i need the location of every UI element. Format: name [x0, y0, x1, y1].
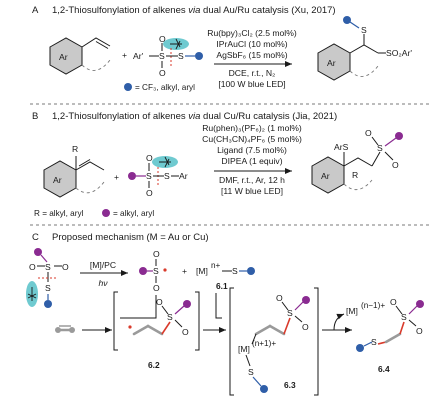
product-b-ars: ArS [334, 142, 349, 152]
svg-text:S: S [153, 266, 159, 276]
reagent-a: Ar' S O O S [133, 34, 203, 78]
svg-text:O: O [302, 322, 309, 332]
product-64: S S O O 6.4 [356, 297, 424, 374]
cond-b1: Ru(phen)₃(PF₆)₂ (1 mol%) [202, 123, 302, 133]
section-a-letter: A [32, 5, 39, 16]
svg-text:O: O [146, 188, 153, 198]
ar-label: Ar [59, 52, 68, 62]
svg-text:S: S [377, 143, 383, 153]
legend-b-purple: = alkyl, aryl [113, 209, 154, 218]
alkene-bond [81, 37, 111, 48]
svg-text:S: S [248, 367, 254, 377]
metal-64-charge: (n−1)+ [361, 301, 385, 310]
section-a-title: 1,2-Thiosulfonylation of alkenes via dua… [52, 5, 336, 16]
reagent-a-s1: S [159, 51, 165, 61]
reagent-b: S O O S Ar [128, 153, 188, 198]
section-a: A 1,2-Thiosulfonylation of alkenes via d… [32, 5, 412, 92]
svg-text:O: O [153, 249, 160, 259]
svg-text:S: S [167, 312, 173, 322]
svg-text:S: S [146, 171, 152, 181]
cond-a1: Ru(bpy)₃Cl₂ (2.5 mol%) [207, 28, 297, 38]
metal-charge: n+ [211, 261, 221, 270]
cond-b4: DIPEA (1 equiv) [221, 156, 282, 166]
svg-text:S: S [401, 312, 407, 322]
metal-63: [M] [238, 344, 250, 354]
substrate-b-r: R [72, 144, 78, 154]
svg-text:O: O [390, 297, 397, 307]
plus-a: + [122, 50, 127, 60]
svg-text:S: S [45, 283, 51, 293]
cond-b5: DMF, r.t., Ar, 12 h [219, 175, 285, 185]
radical-dot-icon [163, 268, 167, 272]
svg-text:O: O [62, 262, 69, 272]
cond-a3: AgSbF₆ (15 mol%) [216, 50, 287, 60]
cond-b3: Ligand (7.5 mol%) [217, 145, 287, 155]
label-62: 6.2 [148, 360, 160, 370]
product-b: Ar ArS R S O O [311, 128, 403, 194]
product-a: Ar S SO₂Ar' [317, 16, 412, 81]
cond-a5: [100 W blue LED] [218, 79, 285, 89]
label-61: 6.1 [216, 281, 228, 291]
legend-a: = CF₃, alkyl, aryl [135, 83, 195, 92]
svg-text:S: S [232, 266, 238, 276]
section-c-title: Proposed mechanism (M = Au or Cu) [52, 232, 209, 243]
svg-text:O: O [182, 327, 189, 337]
cond-b2: Cu(CH₃CN)₄PF₆ (5 mol%) [202, 134, 302, 144]
svg-text:S: S [371, 337, 377, 347]
intermediate-62: S O O 6.2 [113, 291, 200, 370]
arrow-c-top: [M]/PC [90, 260, 116, 270]
svg-text:+: + [182, 266, 187, 276]
arrow-c-bottom: hν [98, 278, 108, 288]
blue-group-icon [195, 52, 203, 60]
section-c: C Proposed mechanism (M = Au or Cu) S O … [26, 232, 424, 396]
svg-text:O: O [146, 153, 153, 163]
section-b-title: 1,2-Thiosulfonylation of alkenes via dua… [52, 111, 337, 122]
svg-text:O: O [276, 293, 283, 303]
sulfonyl-radical: S O O [139, 249, 167, 293]
cond-b6: [11 W blue LED] [221, 186, 283, 196]
svg-text:O: O [156, 297, 163, 307]
svg-text:Ar: Ar [53, 175, 62, 185]
svg-text:S: S [287, 308, 293, 318]
svg-text:S: S [164, 171, 170, 181]
svg-text:O: O [416, 326, 423, 336]
metal-64: [M] [346, 306, 358, 316]
product-a-so2: SO₂Ar' [386, 48, 412, 58]
metal-63-charge: (n+1)+ [252, 339, 276, 348]
cond-a4: DCE, r.t., N₂ [229, 68, 276, 78]
svg-text:O: O [29, 262, 36, 272]
section-c-letter: C [32, 232, 39, 243]
svg-text:O: O [159, 34, 166, 44]
reagent-a-ar: Ar' [133, 51, 144, 61]
radical-dot-icon [128, 325, 132, 329]
svg-text:O: O [365, 128, 372, 138]
svg-text:O: O [153, 283, 160, 293]
label-63: 6.3 [284, 380, 296, 390]
svg-text:S: S [361, 25, 367, 35]
intermediate-63: S O O [M] (n+1)+ S 6.3 [229, 287, 319, 396]
legend-b-r: R = alkyl, aryl [34, 209, 84, 218]
plus-b: + [114, 172, 119, 182]
metal-label: [M] [196, 266, 208, 276]
svg-text:S: S [45, 262, 51, 272]
svg-text:Ar: Ar [327, 58, 336, 68]
substrate-b: Ar R [43, 144, 105, 198]
reagent-a-s2: S [178, 51, 184, 61]
svg-text:O: O [159, 68, 166, 78]
svg-text:R: R [352, 170, 358, 180]
metal-thiolate: [M] n+ S 6.1 [196, 261, 255, 291]
thiosulfonate-start: S O O S [26, 248, 69, 308]
svg-text:Ar: Ar [179, 171, 188, 181]
section-b: B 1,2-Thiosulfonylation of alkenes via d… [32, 111, 403, 218]
cond-a2: IPrAuCl (10 mol%) [216, 39, 287, 49]
svg-text:Ar: Ar [321, 171, 330, 181]
section-b-letter: B [32, 111, 38, 122]
svg-text:O: O [392, 160, 399, 170]
label-64: 6.4 [378, 364, 390, 374]
substrate-a: Ar [49, 37, 111, 75]
